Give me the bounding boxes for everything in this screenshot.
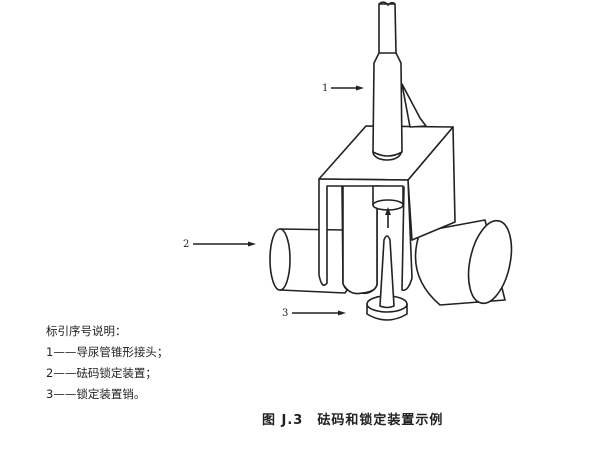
figure-caption: 图 J.3 砝码和锁定装置示例: [262, 413, 444, 428]
svg-text:2: 2: [183, 239, 189, 250]
svg-text:1: 1: [322, 83, 328, 94]
callout-3: 3: [282, 308, 346, 319]
svg-text:3: 3: [282, 308, 288, 319]
callout-2: 2: [183, 239, 256, 250]
legend-item-1: 1——导尿管锥形接头；: [46, 345, 169, 359]
callout-1: 1: [322, 83, 364, 94]
up-arrow-icon: [385, 207, 391, 215]
legend-item-3: 3——锁定装置销。: [46, 387, 146, 401]
right-weight-cylinder: [414, 219, 513, 306]
legend-item-2: 2——砝码锁定装置；: [46, 366, 157, 380]
catheter-conical-connector: [372, 1, 427, 161]
locking-pin: [366, 207, 408, 321]
legend-title: 标引序号说明：: [46, 324, 127, 338]
